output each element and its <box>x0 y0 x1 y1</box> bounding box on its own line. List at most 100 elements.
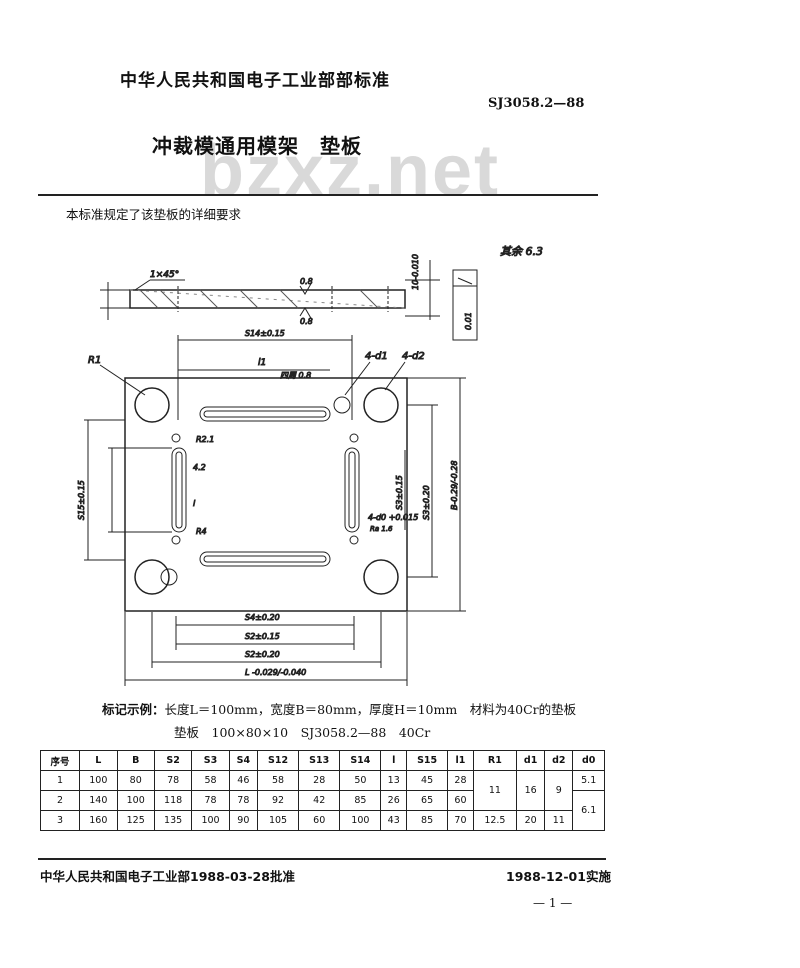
cell: 46 <box>228 770 258 791</box>
cell: 6.1 <box>572 790 605 831</box>
dim-flat-label: Ra 1.6 <box>370 525 393 533</box>
th-d2: d2 <box>544 750 574 771</box>
chamfer-label: 1×45° <box>150 270 179 280</box>
dim-s3-020: S3±0.20 <box>422 485 431 520</box>
surround-label: 四周 0.8 <box>280 371 311 380</box>
cell: 78 <box>228 790 258 811</box>
dim-r21: R2.1 <box>196 435 214 444</box>
th-s13: S13 <box>298 750 341 771</box>
example-line1: 长度L＝100mm，宽度B＝80mm，厚度H＝10mm 材料为40Cr的垫板 <box>164 702 577 717</box>
dim-s2-015: S2±0.15 <box>245 632 280 641</box>
table-row: 1 100 80 78 58 46 58 28 50 13 45 28 11 1… <box>39 770 605 811</box>
effective-date: 1988-12-01实施 <box>506 869 611 884</box>
thickness-label: 10-0.010 <box>411 254 420 290</box>
cell: 9 <box>544 770 574 811</box>
surface-08b-label: 0.8 <box>300 317 313 326</box>
cell: 5.1 <box>572 770 605 791</box>
cell: 70 <box>447 810 474 831</box>
document-title: 冲裁模通用模架 垫板 <box>152 134 362 158</box>
example-label: 标记示例： <box>102 702 165 717</box>
cell: 28 <box>447 770 474 791</box>
side-view-plate <box>129 289 406 309</box>
surface-08-label: 0.8 <box>300 277 313 286</box>
th-d1: d1 <box>516 750 546 771</box>
example-line2: 垫板 100×80×10 SJ3058.2—88 40Cr <box>174 725 431 740</box>
cell: 100 <box>79 770 118 791</box>
th-b: B <box>116 750 155 771</box>
cell: 78 <box>191 790 230 811</box>
dim-s15: S15±0.15 <box>77 480 86 520</box>
cell: 45 <box>406 770 449 791</box>
th-l: L <box>79 750 118 771</box>
dim-l-bottom: L -0.029/-0.040 <box>245 668 306 677</box>
cell: 28 <box>298 770 341 791</box>
table-row: 3 160 125 135 100 90 105 60 100 43 85 70… <box>39 810 605 831</box>
th-index: 序号 <box>39 750 81 771</box>
cell: 80 <box>116 770 155 791</box>
dim-r4: R4 <box>196 527 207 536</box>
plan-view-plate <box>124 377 408 612</box>
th-s3: S3 <box>191 750 230 771</box>
dim-42: 4.2 <box>193 463 206 472</box>
th-l-small: l <box>380 750 408 771</box>
cell: 100 <box>116 790 155 811</box>
cell: 160 <box>79 810 118 831</box>
cell: 60 <box>298 810 341 831</box>
table-header-row: 序号 L B S2 S3 S4 S12 S13 S14 l S15 l1 R1 … <box>39 750 605 771</box>
cell: 78 <box>153 770 193 791</box>
th-d0: d0 <box>572 750 605 771</box>
cell: 3 <box>39 810 81 831</box>
cell: 58 <box>191 770 230 791</box>
dim-s2-020: S2±0.20 <box>245 650 280 659</box>
technical-drawing: 其余 6.3 1×45° 0.8 0.8 10-0.010 0.01 <box>77 245 544 686</box>
th-s14: S14 <box>339 750 382 771</box>
standard-org-heading: 中华人民共和国电子工业部部标准 <box>120 71 390 91</box>
dim-r1: R1 <box>88 355 101 366</box>
dim-4d2: 4-d2 <box>402 351 425 362</box>
cell: 50 <box>339 770 382 791</box>
cell: 125 <box>116 810 155 831</box>
footer-rule <box>38 858 606 860</box>
watermark: bzxz.net <box>200 131 501 211</box>
cell: 58 <box>256 770 300 791</box>
roughness-rest-label: 其余 6.3 <box>500 245 543 258</box>
th-s15: S15 <box>406 750 449 771</box>
cell: 26 <box>380 790 408 811</box>
th-l1: l1 <box>447 750 474 771</box>
flatness-label: 0.01 <box>464 312 473 330</box>
table-row: 2 140 100 118 78 78 92 42 85 26 65 60 6.… <box>39 790 605 831</box>
cell: 85 <box>406 810 449 831</box>
cell: 43 <box>380 810 408 831</box>
cell: 140 <box>79 790 118 811</box>
cell: 105 <box>256 810 300 831</box>
dim-l1: l1 <box>258 358 266 368</box>
cell: 85 <box>339 790 382 811</box>
dim-l: l <box>193 499 196 508</box>
cell: 100 <box>191 810 230 831</box>
cell: 135 <box>153 810 193 831</box>
header-rule <box>38 194 598 196</box>
cell: 100 <box>339 810 382 831</box>
spec-table: 序号 L B S2 S3 S4 S12 S13 S14 l S15 l1 R1 … <box>39 750 605 831</box>
standard-code: SJ3058.2—88 <box>488 96 585 111</box>
th-s2: S2 <box>153 750 193 771</box>
cell: 16 <box>516 770 546 811</box>
marking-example: 标记示例：长度L＝100mm，宽度B＝80mm，厚度H＝10mm 材料为40Cr… <box>102 698 576 744</box>
cell: 11 <box>544 810 574 831</box>
dim-4d0: 4-d0 +0.015 <box>368 513 418 522</box>
cell: 92 <box>256 790 300 811</box>
cell: 65 <box>406 790 449 811</box>
dim-b: B-0.29/-0.28 <box>450 461 459 510</box>
approval-text: 中华人民共和国电子工业部1988-03-28批准 <box>40 869 295 884</box>
cell: 13 <box>380 770 408 791</box>
cell: 118 <box>153 790 193 811</box>
scope-text: 本标准规定了该垫板的详细要求 <box>66 207 242 222</box>
th-r1: R1 <box>472 750 518 771</box>
cell: 90 <box>228 810 258 831</box>
th-s4: S4 <box>228 750 258 771</box>
page-number: — 1 — <box>533 896 573 910</box>
cell: 60 <box>447 790 474 811</box>
cell: 12.5 <box>472 810 518 831</box>
cell: 42 <box>298 790 341 811</box>
dim-s3-015: S3±0.15 <box>395 475 404 510</box>
